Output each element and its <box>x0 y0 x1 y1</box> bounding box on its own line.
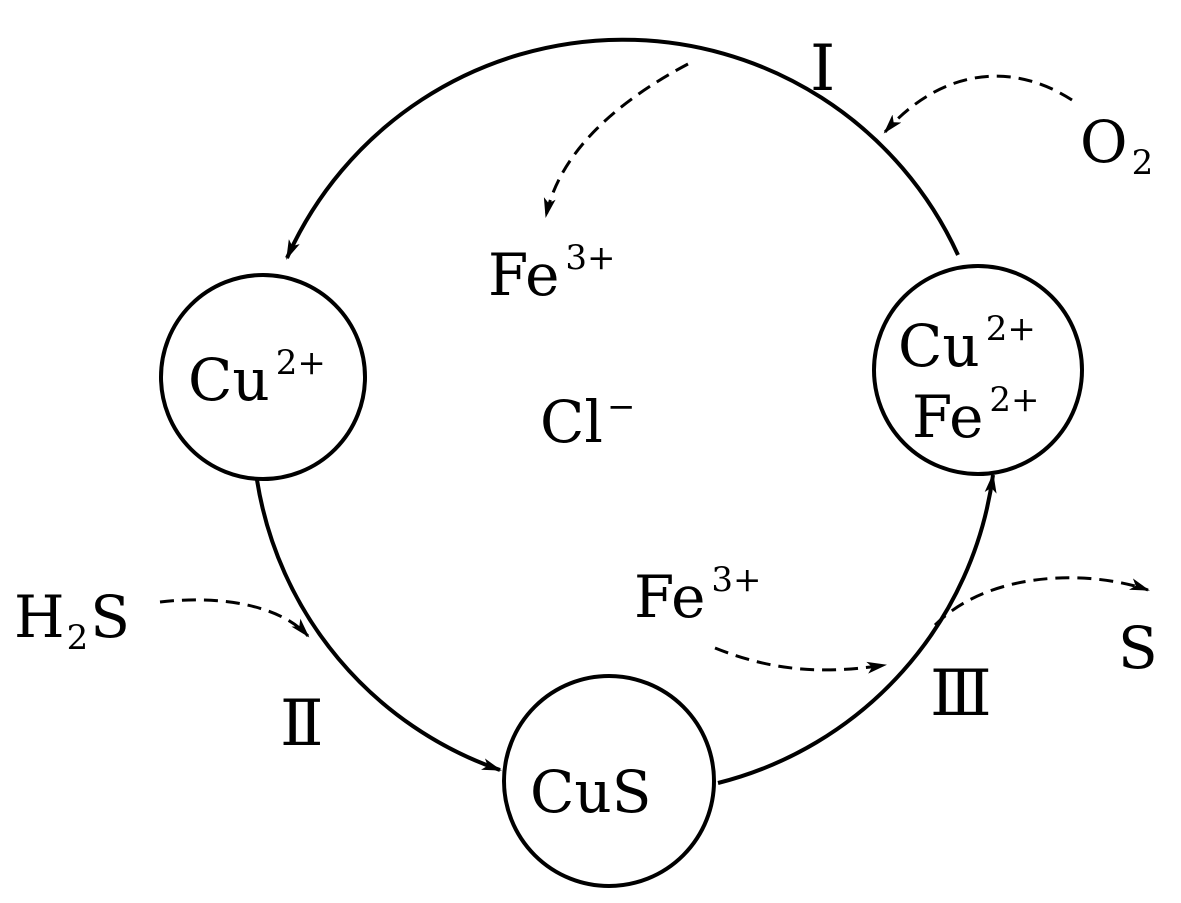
dashed-arrow-fe3-bottom <box>714 646 887 674</box>
label-h2s: H2S <box>14 583 130 658</box>
node-circle-cus <box>502 674 716 888</box>
label-cus: CuS <box>530 758 651 826</box>
dashed-arrow-h2s <box>159 598 310 638</box>
arc-step-three <box>717 473 997 785</box>
node-circle-cu2-left <box>159 273 367 481</box>
step-label-three: Ⅲ <box>930 658 992 729</box>
step-label-two: Ⅱ <box>280 688 324 759</box>
arc-step-two <box>255 479 502 772</box>
dashed-arrow-o2 <box>883 74 1073 134</box>
arc-step-one <box>285 37 960 260</box>
dashed-arrow-to-s <box>933 576 1150 627</box>
node-circle-cu2-fe2-right <box>872 264 1084 476</box>
label-s: S <box>1118 614 1158 682</box>
step-label-one: Ⅰ <box>810 33 835 104</box>
label-cl: Cl− <box>540 387 635 456</box>
dashed-arrow-to-fe3 <box>543 62 689 218</box>
